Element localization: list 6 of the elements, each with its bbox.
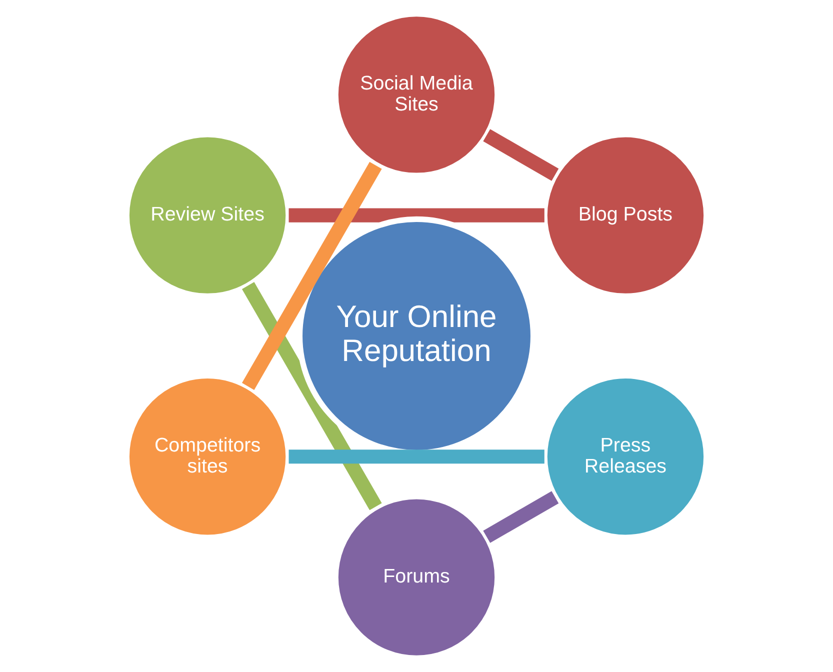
connector (242, 162, 382, 390)
connector (242, 282, 382, 510)
connector (483, 491, 559, 543)
connector (288, 208, 544, 222)
connector (288, 450, 544, 464)
connector (483, 129, 559, 181)
